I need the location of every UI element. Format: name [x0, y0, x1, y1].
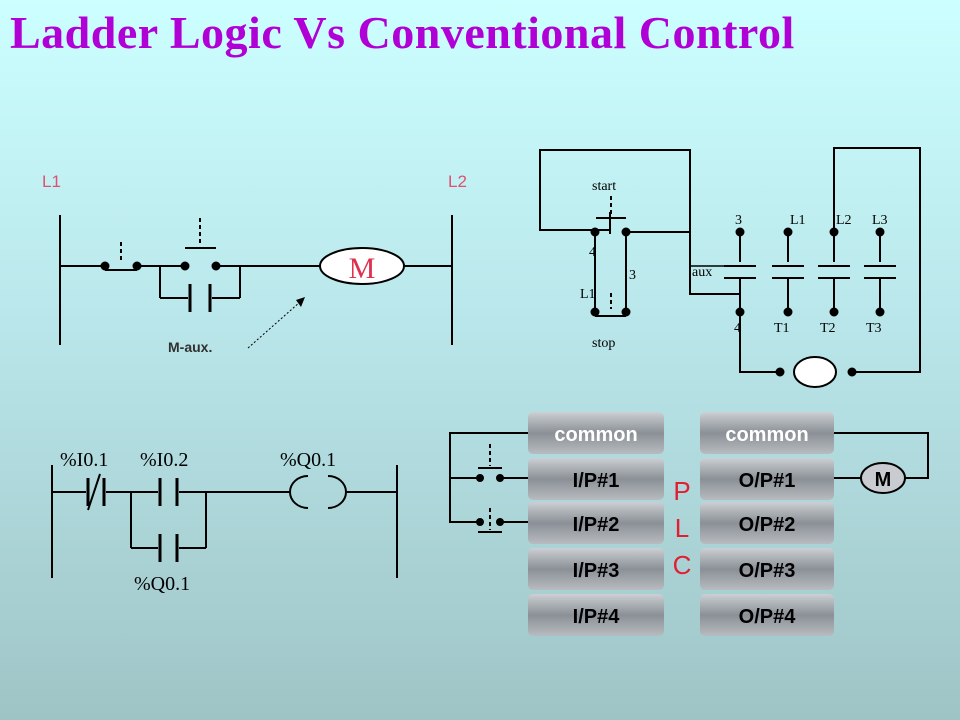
- rail-label-l2: L2: [448, 172, 467, 191]
- supply-wire: [833, 147, 921, 373]
- output-label-common: common: [725, 424, 808, 446]
- output-label-t3: T3: [866, 321, 882, 336]
- plc-wiring-diagram: [449, 432, 929, 533]
- motor-label: M: [349, 252, 376, 285]
- contactor-contacts: [724, 227, 896, 317]
- input-label-1: I/P#1: [573, 470, 620, 492]
- coil-symbol: [793, 356, 837, 388]
- terminal-label: 3: [735, 213, 742, 228]
- input-label-2: I/P#2: [573, 514, 620, 536]
- input-cell-1: [528, 458, 664, 500]
- output-label-2: O/P#2: [739, 514, 796, 536]
- holding-label-q01: %Q0.1: [134, 573, 190, 595]
- plc-motor-label: M: [875, 469, 892, 491]
- terminal-label: 3: [629, 268, 636, 283]
- aux-contact-branch: [159, 266, 241, 312]
- nc-contact-i01: [86, 473, 106, 511]
- plc-letter-l: L: [675, 513, 689, 543]
- contact-label-i02: %I0.2: [140, 449, 188, 471]
- motor-symbol: [319, 247, 405, 285]
- input-label-common: common: [554, 424, 637, 446]
- terminal-label: 4: [589, 245, 596, 260]
- conventional-control-diagram: [539, 147, 921, 388]
- output-label-4: O/P#4: [739, 606, 797, 628]
- supply-wire: [739, 312, 780, 373]
- coil-label-q01: %Q0.1: [280, 449, 336, 471]
- l1-label: L1: [580, 287, 596, 302]
- aux-contact-label: aux: [692, 265, 712, 280]
- plc-output-module: [700, 412, 834, 636]
- input-pushbutton-1: [476, 444, 504, 482]
- output-cell-1: [700, 458, 834, 500]
- stop-pushbutton: [100, 242, 142, 271]
- output-cell-2: [700, 502, 834, 544]
- output-label-t2: T2: [820, 321, 836, 336]
- aux-pointer-arrow: [247, 301, 301, 349]
- line-label-l2: L2: [836, 213, 852, 228]
- input-label-3: I/P#3: [573, 560, 620, 582]
- stop-label: stop: [592, 336, 615, 351]
- aux-label: M-aux.: [168, 339, 212, 355]
- plc-letter-c: C: [673, 550, 692, 580]
- line-label-l3: L3: [872, 213, 888, 228]
- relay-ladder-diagram: [59, 215, 453, 349]
- output-cell-common: [700, 412, 834, 454]
- input-label-4: I/P#4: [573, 606, 621, 628]
- input-pushbutton-2: [476, 508, 504, 533]
- output-cell-3: [700, 548, 834, 590]
- input-cell-common: [528, 412, 664, 454]
- start-pushbutton: [180, 218, 221, 271]
- no-contact-i02: [158, 478, 179, 506]
- page-title: Ladder Logic Vs Conventional Control: [10, 7, 795, 58]
- output-label-t1: T1: [774, 321, 790, 336]
- start-label: start: [592, 179, 616, 194]
- holding-contact-branch: [130, 492, 207, 562]
- output-cell-4: [700, 594, 834, 636]
- output-label-3: O/P#3: [739, 560, 796, 582]
- terminal-label: 4: [734, 321, 741, 336]
- plc-motor-symbol: [860, 462, 906, 494]
- plc-ladder-diagram: [51, 465, 398, 578]
- line-label-l1: L1: [790, 213, 806, 228]
- plc-input-module: [528, 412, 664, 636]
- stop-button-symbol: [590, 293, 631, 317]
- output-coil-q01: [289, 475, 347, 509]
- contact-label-i01: %I0.1: [60, 449, 108, 471]
- rail-label-l1: L1: [42, 172, 61, 191]
- input-cell-3: [528, 548, 664, 590]
- input-cell-2: [528, 502, 664, 544]
- input-cell-4: [528, 594, 664, 636]
- output-label-1: O/P#1: [739, 470, 796, 492]
- plc-letter-p: P: [673, 476, 690, 506]
